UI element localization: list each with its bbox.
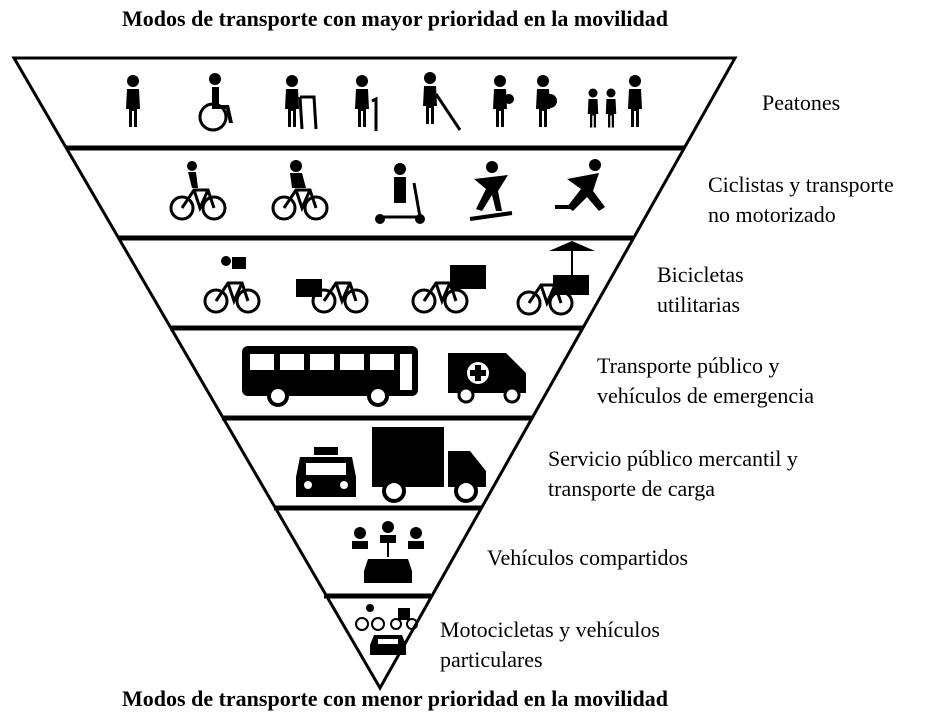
cyclist-icon xyxy=(169,161,227,221)
motorcycle-icon xyxy=(355,604,385,631)
label-vehiculos-compartidos: Vehículos compartidos xyxy=(487,545,689,570)
label-transporte-publico: Transporte público y vehículos de emerge… xyxy=(597,353,815,408)
private-car-icon xyxy=(370,635,406,655)
pregnant-woman-icon xyxy=(536,75,557,127)
ambulance-icon xyxy=(448,353,526,404)
label-bicicletas-utilitarias: Bicicletas utilitarias xyxy=(657,262,744,317)
bottom-title: Modos de transporte con menor prioridad … xyxy=(122,686,668,711)
blind-person-cane-icon xyxy=(423,72,462,131)
person-with-baby-icon xyxy=(493,75,514,127)
delivery-cyclist-icon xyxy=(203,256,261,314)
roller-skater-icon xyxy=(555,159,605,211)
cargo-bike-icon xyxy=(296,279,369,314)
label-ciclistas: Ciclistas y transporte no motorizado xyxy=(708,172,894,227)
vending-tricycle-icon xyxy=(516,241,595,316)
bus-icon xyxy=(242,346,418,407)
scooter-rider-icon xyxy=(375,163,425,224)
scooter-moto-icon xyxy=(390,608,418,630)
cargo-tricycle-icon xyxy=(411,265,486,314)
skateboarder-icon xyxy=(469,161,513,221)
label-peatones: Peatones xyxy=(762,90,841,115)
shared-car-icon xyxy=(352,521,424,583)
label-motocicletas: Motocicletas y vehículos particulares xyxy=(440,617,660,672)
wheelchair-user-icon xyxy=(198,73,233,132)
truck-icon xyxy=(372,427,486,503)
elderly-person-cane-icon xyxy=(355,75,378,131)
walker-user-icon xyxy=(285,75,318,130)
label-servicio-mercantil: Servicio público mercantil y transporte … xyxy=(548,446,798,501)
taxi-icon xyxy=(296,447,356,497)
top-title: Modos de transporte con mayor prioridad … xyxy=(122,6,668,31)
mountain-cyclist-icon xyxy=(271,160,329,221)
